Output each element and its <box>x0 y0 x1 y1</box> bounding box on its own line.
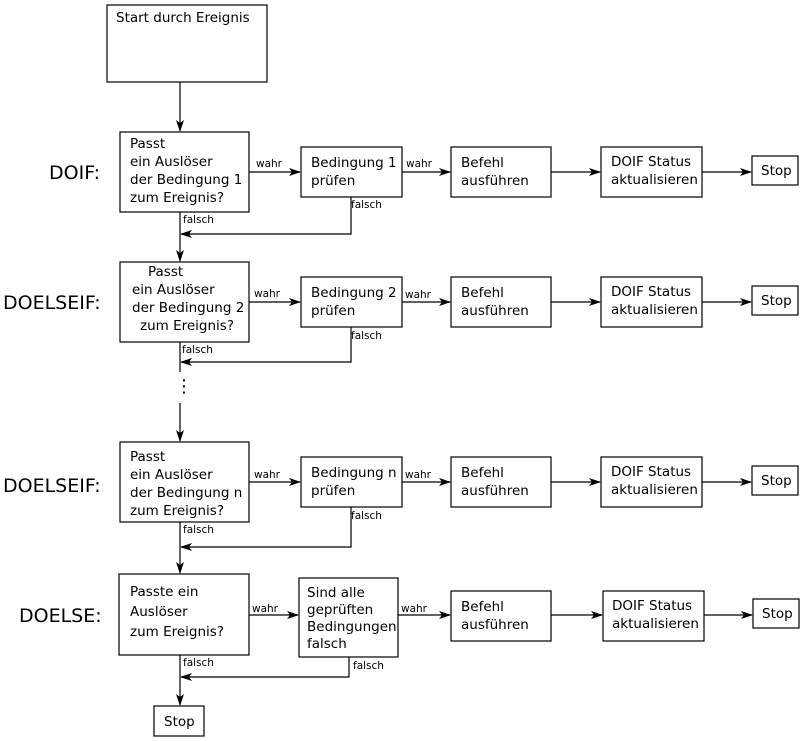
check-text: Bedingung 2 prüfen <box>311 285 401 319</box>
question-box <box>118 573 250 656</box>
question-text: Passte ein Auslöser zum Ereignis? <box>130 584 224 640</box>
status-text: DOIF Status aktualisieren <box>611 154 698 188</box>
status-text: DOIF Status aktualisieren <box>611 464 698 498</box>
check-text: Bedingung n prüfen <box>311 465 401 499</box>
edge-label-yes: wahr <box>252 603 279 615</box>
edge-label-no: falsch <box>182 344 213 356</box>
stop-box <box>751 465 799 496</box>
status-text: DOIF Status aktualisieren <box>612 598 699 632</box>
edge-label-yes: wahr <box>401 603 428 615</box>
start-label: Start durch Ereignis <box>116 10 250 26</box>
edge-label-no: falsch <box>183 214 214 226</box>
stop-text: Stop <box>762 606 793 622</box>
edge-label-yes: wahr <box>405 289 432 301</box>
question-box <box>119 441 250 523</box>
action-box <box>450 590 552 642</box>
stop-box <box>751 285 799 316</box>
status-box <box>600 456 703 508</box>
action-text: Befehl ausführen <box>461 155 529 189</box>
check-text: Sind alle geprüften Bedingungen falsch <box>307 585 401 652</box>
question-box <box>119 131 250 213</box>
final-stop-text: Stop <box>164 714 195 730</box>
stop-box <box>751 155 799 186</box>
edge-no-check-back <box>180 657 350 681</box>
row-label: DOELSE: <box>19 605 102 627</box>
final-stop-box <box>153 705 205 737</box>
edge-label-no: falsch <box>351 510 382 522</box>
edge-label-no: falsch <box>183 657 214 669</box>
edge-label-no: falsch <box>183 524 214 536</box>
edge-no-check-back <box>180 507 352 551</box>
check-box <box>298 577 399 658</box>
row-doelseif-2: DOELSEIF: Passt ein Auslöser der Bedingu… <box>3 261 799 372</box>
start-box <box>106 4 268 83</box>
action-text: Befehl ausführen <box>461 285 529 319</box>
question-text: Passt ein Auslöser der Bedingung 1 zum E… <box>130 136 247 206</box>
edge-label-yes: wahr <box>256 158 283 170</box>
question-text: Passt ein Auslöser der Bedingung n zum E… <box>130 449 247 519</box>
question-box <box>119 261 250 343</box>
check-box <box>300 456 403 508</box>
edge-label-yes: wahr <box>254 469 281 481</box>
stop-box <box>752 598 800 629</box>
action-box <box>450 146 552 198</box>
row-label: DOIF: <box>49 162 100 184</box>
stop-text: Stop <box>761 293 792 309</box>
row-doelse: DOELSE: Passte ein Auslöser zum Ereignis… <box>19 573 800 706</box>
check-text: Bedingung 1 prüfen <box>311 155 401 189</box>
status-box <box>600 276 703 328</box>
edge-no-check-back <box>180 327 352 366</box>
edge-label-yes: wahr <box>406 158 433 170</box>
edge-no-check-back <box>180 197 352 238</box>
status-box <box>600 146 703 198</box>
status-box <box>602 590 705 642</box>
status-text: DOIF Status aktualisieren <box>611 284 698 318</box>
edge-label-yes: wahr <box>254 288 281 300</box>
edge-label-no: falsch <box>351 330 382 342</box>
action-text: Befehl ausführen <box>461 465 529 499</box>
row-label: DOELSEIF: <box>3 292 101 314</box>
row-doif: DOIF: Passt ein Auslöser der Bedingung 1… <box>49 131 799 262</box>
edge-label-no: falsch <box>351 199 382 211</box>
question-text: Passt ein Auslöser der Bedingung 2 zum E… <box>132 264 249 334</box>
row-doelseif-n: DOELSEIF: Passt ein Auslöser der Bedingu… <box>3 441 799 574</box>
action-box <box>450 276 552 328</box>
edge-label-yes: wahr <box>405 469 432 481</box>
edge-label-no: falsch <box>353 660 384 672</box>
action-text: Befehl ausführen <box>461 599 529 633</box>
stop-text: Stop <box>761 163 792 179</box>
continuation-ellipsis: ⋮ <box>175 376 193 397</box>
row-label: DOELSEIF: <box>3 475 101 497</box>
check-box <box>300 276 403 328</box>
stop-text: Stop <box>761 473 792 489</box>
